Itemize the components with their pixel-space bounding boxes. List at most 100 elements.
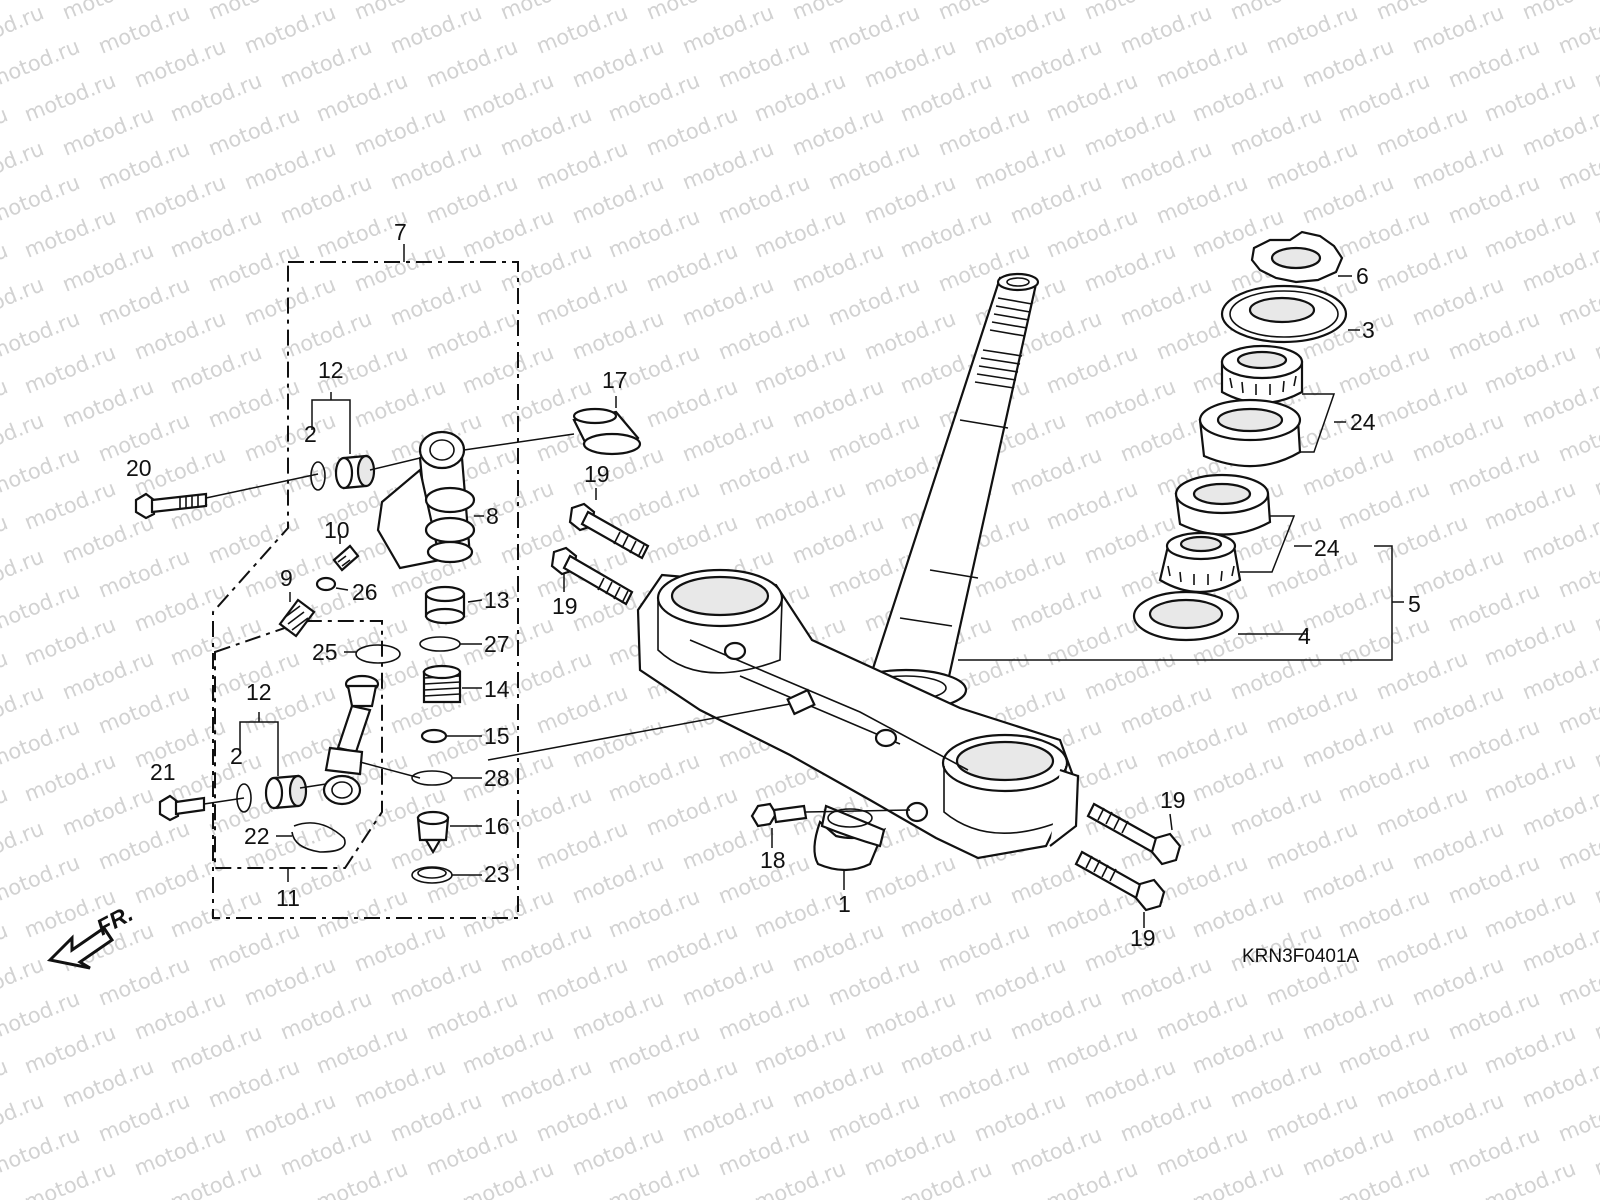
callout-22: 22 bbox=[244, 823, 270, 849]
part-20-bolt bbox=[134, 492, 208, 520]
watermark-text: motod.ru bbox=[167, 884, 265, 942]
watermark-text: motod.ru bbox=[1519, 0, 1600, 25]
watermark-text: motod.ru bbox=[1519, 102, 1600, 160]
callout-19-b: 19 bbox=[552, 593, 578, 619]
watermark-text: motod.ru bbox=[387, 136, 485, 194]
watermark-text: motod.ru bbox=[679, 272, 777, 330]
callout-12-lower: 12 bbox=[246, 679, 272, 705]
watermark-text: motod.ru bbox=[1081, 102, 1179, 160]
part-16-cap bbox=[416, 810, 450, 855]
watermark-text: motod.ru bbox=[1043, 476, 1141, 534]
watermark-text: motod.ru bbox=[95, 136, 193, 194]
watermark-text: motod.ru bbox=[131, 170, 229, 228]
watermark-text: motod.ru bbox=[533, 1088, 631, 1146]
watermark-text: motod.ru bbox=[861, 306, 959, 364]
watermark-text: motod.ru bbox=[605, 68, 703, 126]
watermark-text: motod.ru bbox=[459, 68, 557, 126]
watermark-text: motod.ru bbox=[971, 952, 1069, 1010]
watermark-text: motod.ru bbox=[1445, 306, 1543, 364]
watermark-text: motod.ru bbox=[825, 272, 923, 330]
watermark-text: motod.ru bbox=[569, 1122, 667, 1180]
watermark-text: motod.ru bbox=[679, 1088, 777, 1146]
part-4-dust-seal bbox=[1132, 590, 1240, 642]
watermark-text: motod.ru bbox=[1043, 1020, 1141, 1078]
watermark-text: motod.ru bbox=[1481, 612, 1579, 670]
watermark-text: motod.ru bbox=[1519, 510, 1600, 568]
part-9-spring bbox=[278, 598, 316, 638]
watermark-text: motod.ru bbox=[1409, 544, 1507, 602]
watermark-text: motod.ru bbox=[205, 1054, 303, 1112]
watermark-text: motod.ru bbox=[1481, 68, 1579, 126]
watermark-text: motod.ru bbox=[533, 952, 631, 1010]
watermark-text: motod.ru bbox=[679, 136, 777, 194]
watermark-text: motod.ru bbox=[1227, 646, 1325, 704]
watermark-text: motod.ru bbox=[497, 102, 595, 160]
watermark-text: motod.ru bbox=[1299, 578, 1397, 636]
watermark-text: motod.ru bbox=[643, 1054, 741, 1112]
watermark-text: motod.ru bbox=[167, 612, 265, 670]
watermark-text: motod.ru bbox=[751, 884, 849, 942]
watermark-text: motod.ru bbox=[1007, 170, 1105, 228]
watermark-text: motod.ru bbox=[1373, 102, 1471, 160]
watermark-text: motod.ru bbox=[825, 136, 923, 194]
watermark-text: motod.ru bbox=[1409, 0, 1507, 58]
watermark-text: motod.ru bbox=[715, 1122, 813, 1180]
watermark-text: motod.ru bbox=[1263, 544, 1361, 602]
watermark-text: motod.ru bbox=[825, 408, 923, 466]
watermark-text: motod.ru bbox=[1481, 1020, 1579, 1078]
watermark-text: motod.ru bbox=[277, 1122, 375, 1180]
watermark-text: motod.ru bbox=[131, 34, 229, 92]
watermark-text: motod.ru bbox=[277, 986, 375, 1044]
watermark-text: motod.ru bbox=[95, 816, 193, 874]
part-24-upper-bearing bbox=[1220, 344, 1304, 405]
watermark-text: motod.ru bbox=[1153, 170, 1251, 228]
watermark-text: motod.ru bbox=[1117, 136, 1215, 194]
watermark-text: motod.ru bbox=[351, 374, 449, 432]
watermark-text: motod.ru bbox=[205, 102, 303, 160]
watermark-text: motod.ru bbox=[1263, 136, 1361, 194]
watermark-text: motod.ru bbox=[715, 34, 813, 92]
watermark-text: motod.ru bbox=[1445, 170, 1543, 228]
part-12-bushing-lower bbox=[264, 774, 308, 810]
assembly-box-7 bbox=[212, 261, 519, 919]
watermark-text: motod.ru bbox=[59, 238, 157, 296]
watermark-text: motod.ru bbox=[679, 408, 777, 466]
watermark-text: motod.ru bbox=[971, 136, 1069, 194]
watermark-text: motod.ru bbox=[205, 510, 303, 568]
watermark-text: motod.ru bbox=[605, 748, 703, 806]
watermark-text: motod.ru bbox=[1007, 34, 1105, 92]
watermark-text: motod.ru bbox=[1335, 1020, 1433, 1078]
watermark-text: motod.ru bbox=[241, 136, 339, 194]
watermark-text: motod.ru bbox=[1263, 816, 1361, 874]
watermark-text: motod.ru bbox=[643, 782, 741, 840]
watermark-text: motod.ru bbox=[533, 816, 631, 874]
watermark-text: motod.ru bbox=[21, 748, 119, 806]
watermark-text: motod.ru bbox=[351, 102, 449, 160]
watermark-text: motod.ru bbox=[897, 68, 995, 126]
watermark-text: motod.ru bbox=[1373, 918, 1471, 976]
watermark-text: motod.ru bbox=[1153, 1122, 1251, 1180]
part-17-boot bbox=[572, 407, 642, 456]
watermark-text: motod.ru bbox=[861, 34, 959, 92]
watermark-text: motod.ru bbox=[497, 1054, 595, 1112]
watermark-text: motod.ru bbox=[935, 1054, 1033, 1112]
part-19-bolt-b bbox=[550, 546, 634, 606]
callout-2-upper: 2 bbox=[304, 421, 317, 447]
watermark-text: motod.ru bbox=[1117, 1088, 1215, 1146]
watermark-text: motod.ru bbox=[1481, 204, 1579, 262]
watermark-text: motod.ru bbox=[897, 1020, 995, 1078]
watermark-text: motod.ru bbox=[1481, 476, 1579, 534]
watermark-text: motod.ru bbox=[241, 0, 339, 58]
watermark-text: motod.ru bbox=[1263, 1088, 1361, 1146]
watermark-text: motod.ru bbox=[1373, 374, 1471, 432]
watermark-text: motod.ru bbox=[643, 238, 741, 296]
watermark-text: motod.ru bbox=[825, 952, 923, 1010]
watermark-text: motod.ru bbox=[935, 102, 1033, 160]
watermark-text: motod.ru bbox=[1335, 340, 1433, 398]
watermark-text: motod.ru bbox=[21, 1020, 119, 1078]
watermark-text: motod.ru bbox=[1189, 68, 1287, 126]
watermark-text: motod.ru bbox=[351, 238, 449, 296]
watermark-text: motod.ru bbox=[313, 1020, 411, 1078]
